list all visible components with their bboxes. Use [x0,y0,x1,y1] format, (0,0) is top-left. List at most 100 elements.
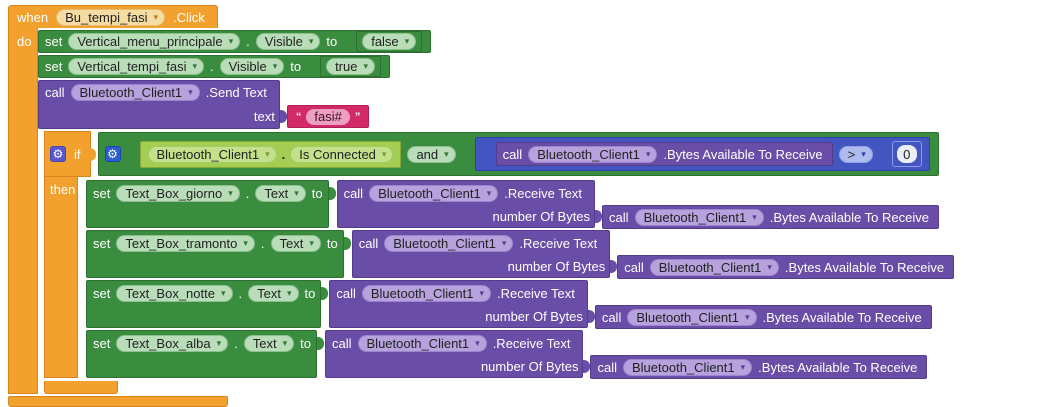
component-dropdown[interactable]: Bluetooth_Client1 [369,184,499,202]
value-socket [279,109,287,123]
component-dropdown[interactable]: Text_Box_giorno [116,184,240,202]
is-connected-getter-block[interactable]: Bluetooth_Client1 . Is Connected [139,140,402,168]
when-block-header[interactable]: when Bu_tempi_fasi .Click [8,5,218,28]
value-socket [307,60,315,73]
call-label: call [332,335,352,351]
number-input[interactable]: 0 [896,145,917,163]
component-dropdown[interactable]: Vertical_menu_principale [68,33,241,50]
text-string-block[interactable]: “ fasi# ” [286,105,370,128]
to-label: to [300,335,311,351]
method-label: .Bytes Available To Receive [784,259,945,275]
call-label: call [45,85,65,100]
to-label: to [290,59,302,74]
value-socket [583,359,591,373]
method-label: .Bytes Available To Receive [663,146,823,162]
receive-text-call-block[interactable]: call Bluetooth_Client1 .Receive Text num… [351,230,955,279]
call-label: call [358,235,379,251]
component-dropdown[interactable]: Bluetooth_Client1 [623,358,753,376]
method-label: .Send Text [205,85,267,100]
property-dropdown[interactable]: Text [243,334,295,352]
component-dropdown[interactable]: Bluetooth_Client1 [357,334,487,352]
set-label: set [93,285,111,301]
operand-socket [878,147,886,161]
call-label: call [343,185,364,201]
comparison-block[interactable]: call Bluetooth_Client1 .Bytes Available … [474,137,930,171]
method-label: .Receive Text [519,235,598,251]
number-block[interactable]: 0 [891,141,922,167]
component-dropdown[interactable]: Bluetooth_Client1 [627,308,757,326]
if-control-block[interactable]: if Bluetooth_Client1 . Is Connected a [44,131,955,394]
number-of-bytes-label: number Of Bytes [480,358,579,374]
logic-false-block[interactable]: false [356,31,423,52]
component-dropdown[interactable]: Text_Box_notte [116,284,233,302]
dot-separator: . [238,285,243,301]
component-dropdown[interactable]: Bluetooth_Client1 [147,145,277,163]
property-dropdown[interactable]: Visible [219,58,285,75]
to-label: to [311,185,323,201]
component-dropdown[interactable]: Bluetooth_Client1 [384,234,514,252]
if-label: if [74,146,81,162]
set-text-block[interactable]: set Text_Box_giorno . Text to [86,180,336,228]
then-column: then [44,177,78,378]
boolean-dropdown[interactable]: true [326,58,375,75]
number-of-bytes-label: number Of Bytes [492,208,591,224]
receive-text-call-block[interactable]: call Bluetooth_Client1 .Receive Text num… [336,180,939,229]
value-socket [610,259,618,273]
method-label: .Receive Text [497,285,575,301]
property-dropdown[interactable]: Is Connected [290,145,394,163]
property-dropdown[interactable]: Visible [255,33,321,50]
component-dropdown[interactable]: Bluetooth_Client1 [528,145,658,163]
bytes-available-call-block[interactable]: call Bluetooth_Client1 .Bytes Available … [594,305,932,329]
logic-and-block[interactable]: Bluetooth_Client1 . Is Connected and cal… [97,132,939,176]
property-dropdown[interactable]: Text [248,284,299,302]
value-socket [317,336,324,350]
method-label: .Receive Text [492,335,571,351]
logic-true-block[interactable]: true [320,56,381,77]
set-visible-block[interactable]: set Vertical_menu_principale . Visible t… [38,30,432,53]
mutator-gear-icon[interactable] [50,146,66,162]
if-block-bottom-bar [44,381,118,394]
bytes-available-call-block[interactable]: call Bluetooth_Client1 .Bytes Available … [590,355,928,379]
when-click-event-block[interactable]: when Bu_tempi_fasi .Click do set Vertica… [8,5,955,407]
condition-socket [88,147,96,161]
bytes-available-call-block[interactable]: call Bluetooth_Client1 .Bytes Available … [617,255,955,279]
value-socket [321,286,329,300]
string-input[interactable]: fasi# [306,108,350,125]
set-text-block[interactable]: set Text_Box_alba . Text to [86,330,324,378]
set-label: set [93,235,111,251]
call-label: call [502,146,523,162]
component-dropdown[interactable]: Text_Box_tramonto [116,234,255,252]
value-socket [343,35,351,48]
send-text-call-block[interactable]: call Bluetooth_Client1 .Send Text text “… [38,80,370,129]
component-dropdown[interactable]: Bluetooth_Client1 [70,84,200,101]
bytes-available-call-block[interactable]: call Bluetooth_Client1 .Bytes Available … [495,142,833,166]
set-text-block[interactable]: set Text_Box_tramonto . Text to [86,230,351,278]
receive-text-call-block[interactable]: call Bluetooth_Client1 .Receive Text num… [329,280,932,329]
if-block-header[interactable]: if [44,131,96,177]
comparison-operator-dropdown[interactable]: > [838,145,873,163]
set-label: set [45,34,63,49]
dot-separator: . [260,235,265,251]
component-dropdown[interactable]: Vertical_tempi_fasi [68,58,204,75]
set-visible-block[interactable]: set Vertical_tempi_fasi . Visible to tru… [38,55,390,78]
receive-text-call-block[interactable]: call Bluetooth_Client1 .Receive Text num… [325,330,928,379]
method-label: .Bytes Available To Receive [758,359,918,375]
logic-operator-dropdown[interactable]: and [407,145,456,163]
property-dropdown[interactable]: Text [255,184,306,202]
bytes-available-call-block[interactable]: call Bluetooth_Client1 .Bytes Available … [602,205,939,229]
set-text-block[interactable]: set Text_Box_notte . Text to [86,280,329,328]
component-dropdown[interactable]: Bluetooth_Client1 [361,284,492,302]
number-of-bytes-label: number Of Bytes [507,258,606,274]
property-dropdown[interactable]: Text [270,234,321,252]
event-component-dropdown[interactable]: Bu_tempi_fasi [56,8,165,26]
component-dropdown[interactable]: Bluetooth_Client1 [634,208,764,226]
do-label: do [17,34,32,49]
component-dropdown[interactable]: Bluetooth_Client1 [649,258,779,276]
boolean-dropdown[interactable]: false [362,33,417,50]
component-dropdown[interactable]: Text_Box_alba [116,334,229,352]
dot-separator: . [246,34,250,49]
mutator-gear-icon[interactable] [104,146,121,162]
to-label: to [304,285,316,301]
value-socket [595,209,603,223]
set-label: set [45,59,63,74]
